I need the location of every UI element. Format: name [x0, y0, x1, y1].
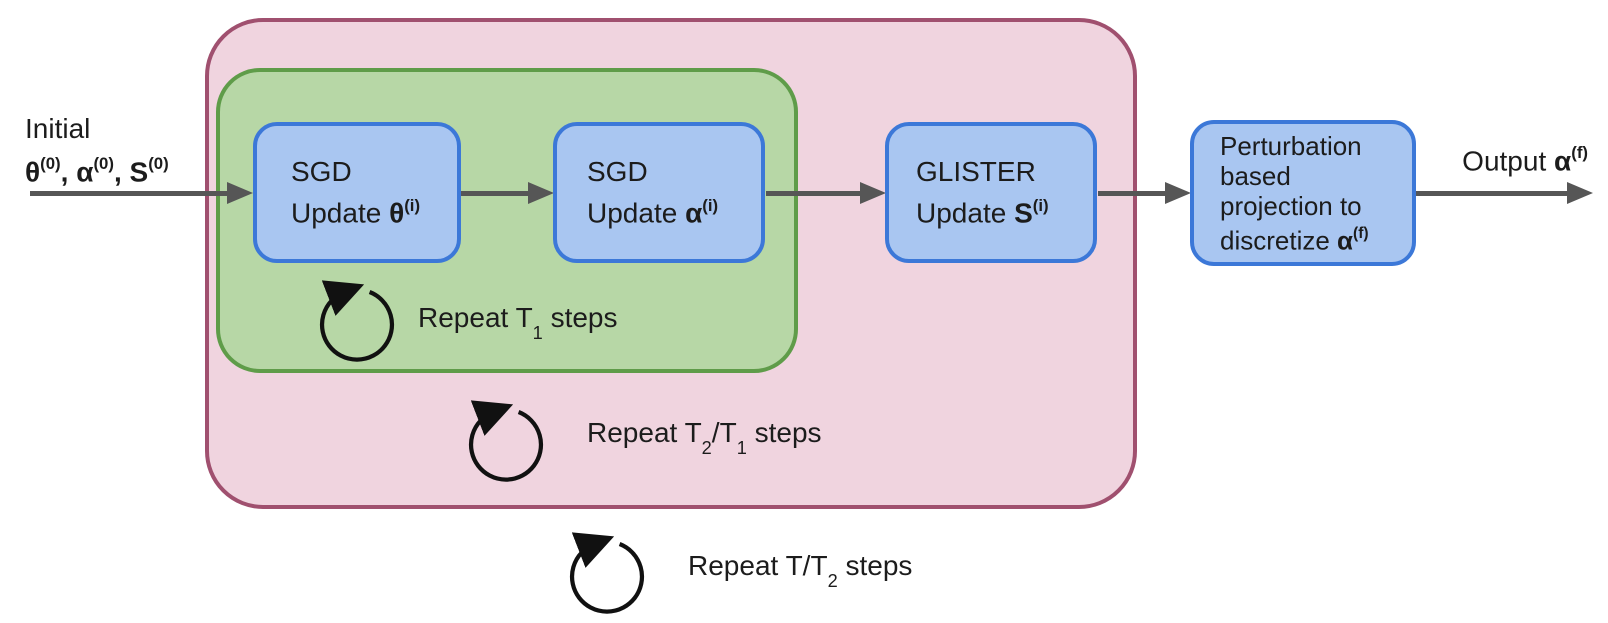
arrow-shaft	[1416, 190, 1567, 196]
box-line2: Update θ(i)	[291, 189, 457, 230]
arrow-head-icon	[1165, 182, 1191, 204]
repeat-text: Repeat T/T	[688, 550, 828, 581]
box-line1: SGD	[587, 156, 648, 188]
alpha-symbol: α	[76, 156, 94, 188]
output-label: Output α(f)	[1416, 138, 1592, 178]
arrow-head-icon	[528, 182, 554, 204]
box-line1: SGD	[291, 156, 352, 188]
repeat-text: /T	[711, 417, 737, 448]
arrow-initial-to-sgd-theta	[30, 182, 253, 204]
alpha-symbol: α	[685, 197, 703, 229]
s-symbol: S	[129, 156, 149, 188]
theta-superscript: (0)	[40, 154, 61, 174]
repeat-t1-label: Repeat T1 steps	[418, 301, 618, 345]
arrow-head-icon	[860, 182, 886, 204]
alpha-symbol: α	[1554, 145, 1572, 177]
iteration-superscript: (i)	[702, 195, 719, 215]
final-superscript: (f)	[1571, 143, 1588, 163]
separator: ,	[60, 156, 77, 188]
repeat-text: Repeat T	[418, 302, 533, 333]
process-box-sgd-update-theta: SGD Update θ(i)	[253, 122, 461, 263]
arrow-projection-to-output	[1416, 182, 1593, 204]
update-prefix: Update	[916, 197, 1015, 229]
repeat-text: steps	[542, 302, 618, 333]
theta-symbol: θ	[389, 197, 405, 229]
box-line4: discretize α(f)	[1220, 221, 1412, 256]
repeat-loop-arrow-icon	[569, 532, 645, 614]
initial-state-symbols: θ(0), α(0), S(0)	[25, 149, 169, 189]
subscript: 2	[827, 571, 838, 592]
box-line2: Update α(i)	[587, 189, 761, 230]
subscript: 1	[532, 323, 543, 344]
alpha-symbol: α	[1337, 225, 1354, 256]
update-prefix: Update	[291, 197, 390, 229]
arrow-glister-to-projection	[1098, 182, 1191, 204]
box-line1: GLISTER	[916, 156, 1036, 188]
s-superscript: (0)	[148, 154, 169, 174]
repeat-text: steps	[837, 550, 913, 581]
final-superscript: (f)	[1353, 225, 1369, 243]
subscript: 2	[701, 438, 712, 459]
arrow-shaft	[766, 190, 860, 196]
separator: ,	[113, 156, 130, 188]
arrow-head-icon	[227, 182, 253, 204]
arrow-sgd-theta-to-sgd-alpha	[460, 182, 554, 204]
update-prefix: Update	[587, 197, 686, 229]
iteration-superscript: (i)	[1032, 195, 1049, 215]
output-prefix: Output	[1462, 145, 1555, 177]
repeat-t2-t1-label: Repeat T2/T1 steps	[587, 416, 822, 460]
repeat-t-t2-label: Repeat T/T2 steps	[688, 549, 912, 593]
process-box-perturbation-projection: Perturbation based projection to discret…	[1190, 120, 1416, 266]
arrow-shaft	[30, 190, 227, 196]
repeat-text: Repeat T	[587, 417, 702, 448]
alpha-superscript: (0)	[93, 154, 114, 174]
theta-symbol: θ	[25, 156, 41, 188]
repeat-loop-arrow-icon	[319, 280, 395, 362]
initial-title: Initial	[25, 113, 91, 144]
repeat-loop-arrow-icon	[468, 400, 544, 482]
s-symbol: S	[1014, 197, 1033, 229]
arrow-shaft	[460, 190, 528, 196]
repeat-text: steps	[746, 417, 822, 448]
box-line1: Perturbation	[1220, 130, 1362, 161]
arrow-shaft	[1098, 190, 1165, 196]
iteration-superscript: (i)	[404, 195, 421, 215]
process-box-glister-update-s: GLISTER Update S(i)	[885, 122, 1097, 263]
discretize-prefix: discretize	[1220, 225, 1338, 256]
process-box-sgd-update-alpha: SGD Update α(i)	[553, 122, 765, 263]
box-line2: Update S(i)	[916, 189, 1093, 230]
arrow-sgd-alpha-to-glister	[766, 182, 886, 204]
arrow-head-icon	[1567, 182, 1593, 204]
subscript: 1	[736, 438, 747, 459]
box-line2: based	[1220, 160, 1291, 191]
box-line3: projection to	[1220, 190, 1362, 221]
initial-state-label: Initial θ(0), α(0), S(0)	[25, 112, 169, 189]
